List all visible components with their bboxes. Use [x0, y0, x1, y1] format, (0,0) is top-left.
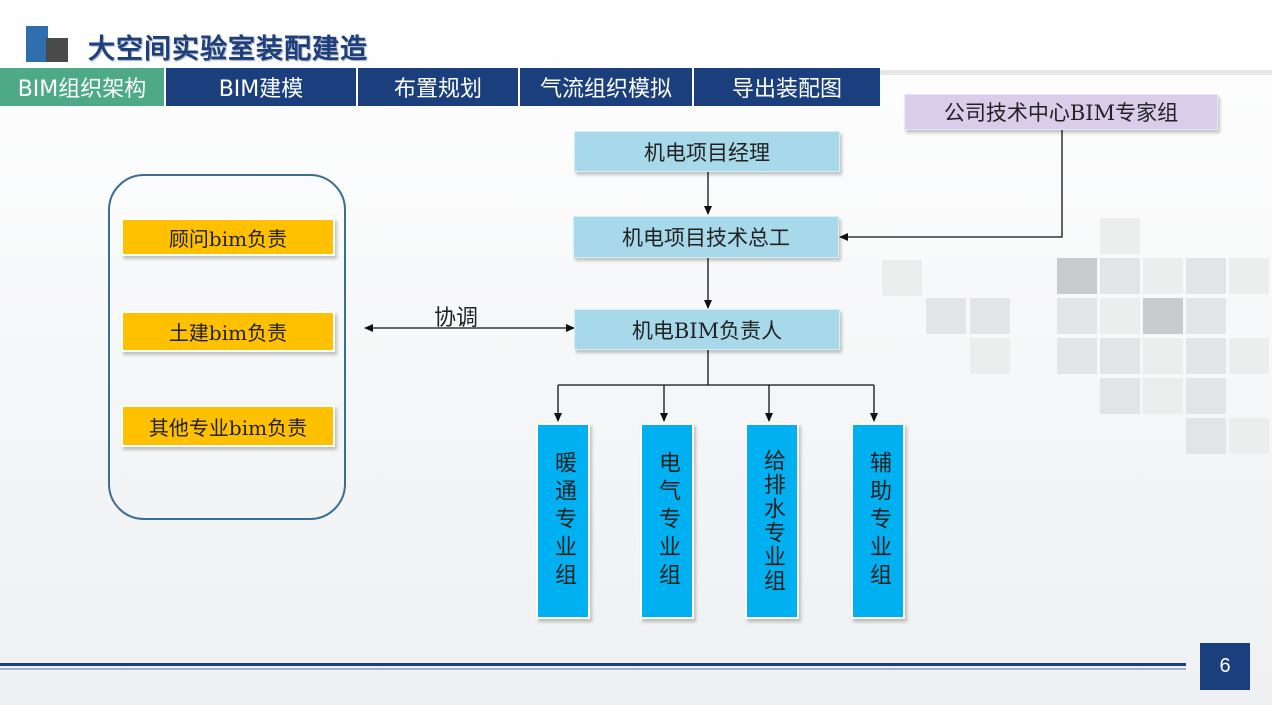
expert-group-box: 公司技术中心BIM专家组	[904, 94, 1218, 130]
tab-bim-model[interactable]: BIM建模	[166, 68, 358, 106]
tab-layout-plan[interactable]: 布置规划	[358, 68, 520, 106]
plumbing-group-box: 给排水专业组	[745, 423, 799, 619]
page-number: 6	[1200, 643, 1250, 690]
page-title: 大空间实验室装配建造	[88, 34, 368, 65]
tab-export-drawing[interactable]: 导出装配图	[694, 68, 880, 106]
bim-lead-box: 机电BIM负责人	[574, 309, 840, 350]
auxiliary-group-box: 辅助专业组	[851, 423, 905, 619]
tab-airflow-sim[interactable]: 气流组织模拟	[520, 68, 694, 106]
electrical-group-box: 电气专业组	[640, 423, 694, 619]
consultant-group-frame	[108, 174, 346, 520]
civil-bim-box: 土建bim负责	[121, 311, 335, 352]
hvac-group-box: 暖通专业组	[536, 423, 590, 619]
tab-bim-org[interactable]: BIM组织架构	[0, 68, 166, 106]
arrow-expert-to-chief	[839, 128, 1063, 241]
chief-engineer-box: 机电项目技术总工	[573, 216, 839, 258]
footer-line-secondary	[0, 668, 1186, 670]
footer-line	[0, 663, 1186, 666]
project-manager-box: 机电项目经理	[574, 131, 840, 172]
title-accent-blue	[26, 26, 48, 62]
coordination-label: 协调	[434, 306, 479, 331]
tab-bar: BIM组织架构 BIM建模 布置规划 气流组织模拟 导出装配图	[0, 68, 880, 106]
consultant-bim-box: 顾问bim负责	[121, 218, 335, 256]
title-accent-gray	[46, 38, 68, 62]
tab-bar-extension	[880, 70, 1272, 75]
other-bim-box: 其他专业bim负责	[121, 405, 335, 447]
